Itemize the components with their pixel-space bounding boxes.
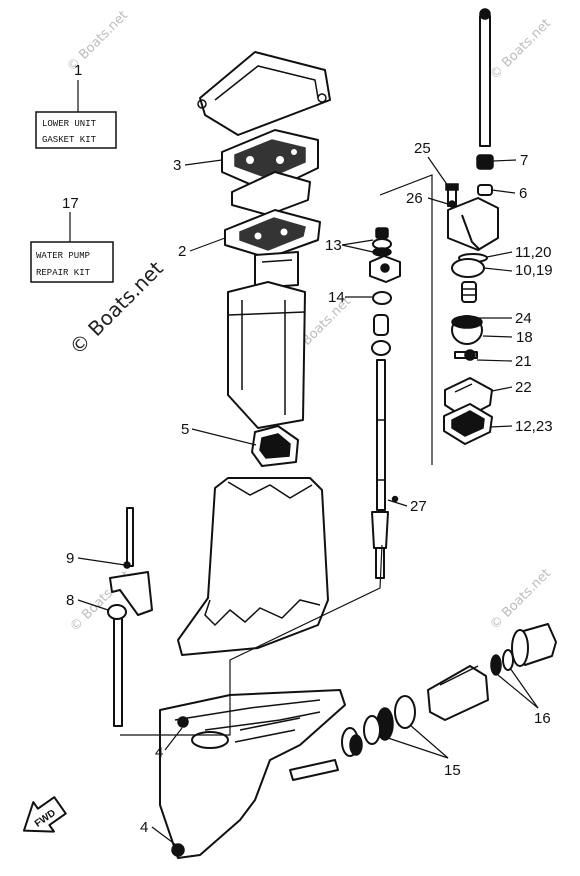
callout-14: 14 bbox=[328, 289, 345, 306]
part-4-bolt bbox=[177, 716, 189, 728]
callout-12-23: 12,23 bbox=[515, 418, 553, 435]
water-pump-kit-line2: REPAIR KIT bbox=[36, 268, 91, 278]
callout-25: 25 bbox=[414, 140, 431, 157]
gasket-kit-number: 1 bbox=[74, 62, 82, 79]
water-pump-kit-line1: WATER PUMP bbox=[36, 251, 90, 261]
gasket-kit-callout: 1 LOWER UNIT GASKET KIT bbox=[35, 62, 117, 149]
callout-22: 22 bbox=[515, 379, 532, 396]
callout-6: 6 bbox=[519, 185, 527, 202]
lower-shaft bbox=[289, 759, 339, 781]
part-12-23-gasket bbox=[443, 403, 493, 445]
water-pump-kit-callout: 17 WATER PUMP REPAIR KIT bbox=[30, 195, 114, 283]
water-pump-kit-number: 17 bbox=[62, 195, 79, 212]
callout-4-upper: 4 bbox=[155, 744, 163, 761]
callout-2: 2 bbox=[178, 243, 186, 260]
part-26-washer bbox=[448, 200, 456, 208]
callout-15: 15 bbox=[444, 762, 461, 779]
gasket-kit-box bbox=[35, 111, 117, 149]
shift-rod-bushing bbox=[371, 314, 391, 356]
drive-shaft-upper bbox=[479, 8, 491, 147]
callout-24: 24 bbox=[515, 310, 532, 327]
part-8-oring bbox=[107, 604, 127, 620]
callout-13: 13 bbox=[325, 237, 342, 254]
callout-7: 7 bbox=[520, 152, 528, 169]
part-6-oil-seal bbox=[477, 184, 493, 196]
gasket-kit-line1: LOWER UNIT bbox=[42, 119, 97, 129]
part-2-gasket bbox=[224, 209, 321, 259]
part-27-shift-rod bbox=[371, 359, 389, 579]
callout-9: 9 bbox=[66, 550, 74, 567]
propeller-hub bbox=[427, 665, 489, 721]
fwd-arrow-icon: FWD bbox=[22, 796, 67, 833]
part-5-plate-gasket bbox=[251, 425, 299, 467]
watermark-right: © Boats.net bbox=[487, 566, 554, 633]
callout-11-20: 11,20 bbox=[515, 244, 551, 261]
callout-21: 21 bbox=[515, 353, 532, 370]
top-cover bbox=[197, 51, 331, 136]
gasket-plate bbox=[231, 171, 311, 216]
lower-bracket-line bbox=[120, 544, 383, 736]
part-16-prop-end bbox=[511, 623, 557, 667]
callout-26: 26 bbox=[406, 190, 423, 207]
callout-5: 5 bbox=[181, 421, 189, 438]
part-15-bearing-stack bbox=[341, 695, 416, 757]
part-22-plate bbox=[444, 377, 493, 419]
callout-8: 8 bbox=[66, 592, 74, 609]
part-14-oring bbox=[372, 291, 392, 305]
gasket-kit-line2: GASKET KIT bbox=[42, 135, 97, 145]
callout-18: 18 bbox=[516, 329, 533, 346]
part-16-washers bbox=[490, 649, 514, 676]
part-9-shift-cam-pin bbox=[126, 507, 134, 567]
callout-27: 27 bbox=[410, 498, 427, 515]
part-7-bushing bbox=[476, 154, 494, 170]
exhaust-guide bbox=[254, 251, 299, 289]
part-21-pin bbox=[454, 349, 478, 361]
upper-bracket-line bbox=[379, 174, 433, 465]
part-13-seal-stack bbox=[372, 227, 392, 257]
callout-10-19: 10,19 bbox=[515, 262, 553, 279]
seal-housing bbox=[369, 255, 401, 283]
water-pump-housing bbox=[447, 197, 499, 251]
water-pump-kit-box bbox=[30, 241, 114, 283]
lower-casing-extension bbox=[177, 477, 329, 656]
callout-4-lower: 4 bbox=[140, 819, 148, 836]
callout-16: 16 bbox=[534, 710, 551, 727]
shift-cam-bracket bbox=[109, 571, 153, 727]
part-10-19-insert bbox=[451, 258, 485, 278]
upper-casing bbox=[227, 281, 306, 429]
watermark-top-right: © Boats.net bbox=[487, 16, 554, 83]
part-24-bearing bbox=[461, 281, 477, 303]
part-18-impeller bbox=[451, 315, 483, 345]
callout-3: 3 bbox=[173, 157, 181, 174]
part-4-drain-screw bbox=[171, 843, 185, 857]
